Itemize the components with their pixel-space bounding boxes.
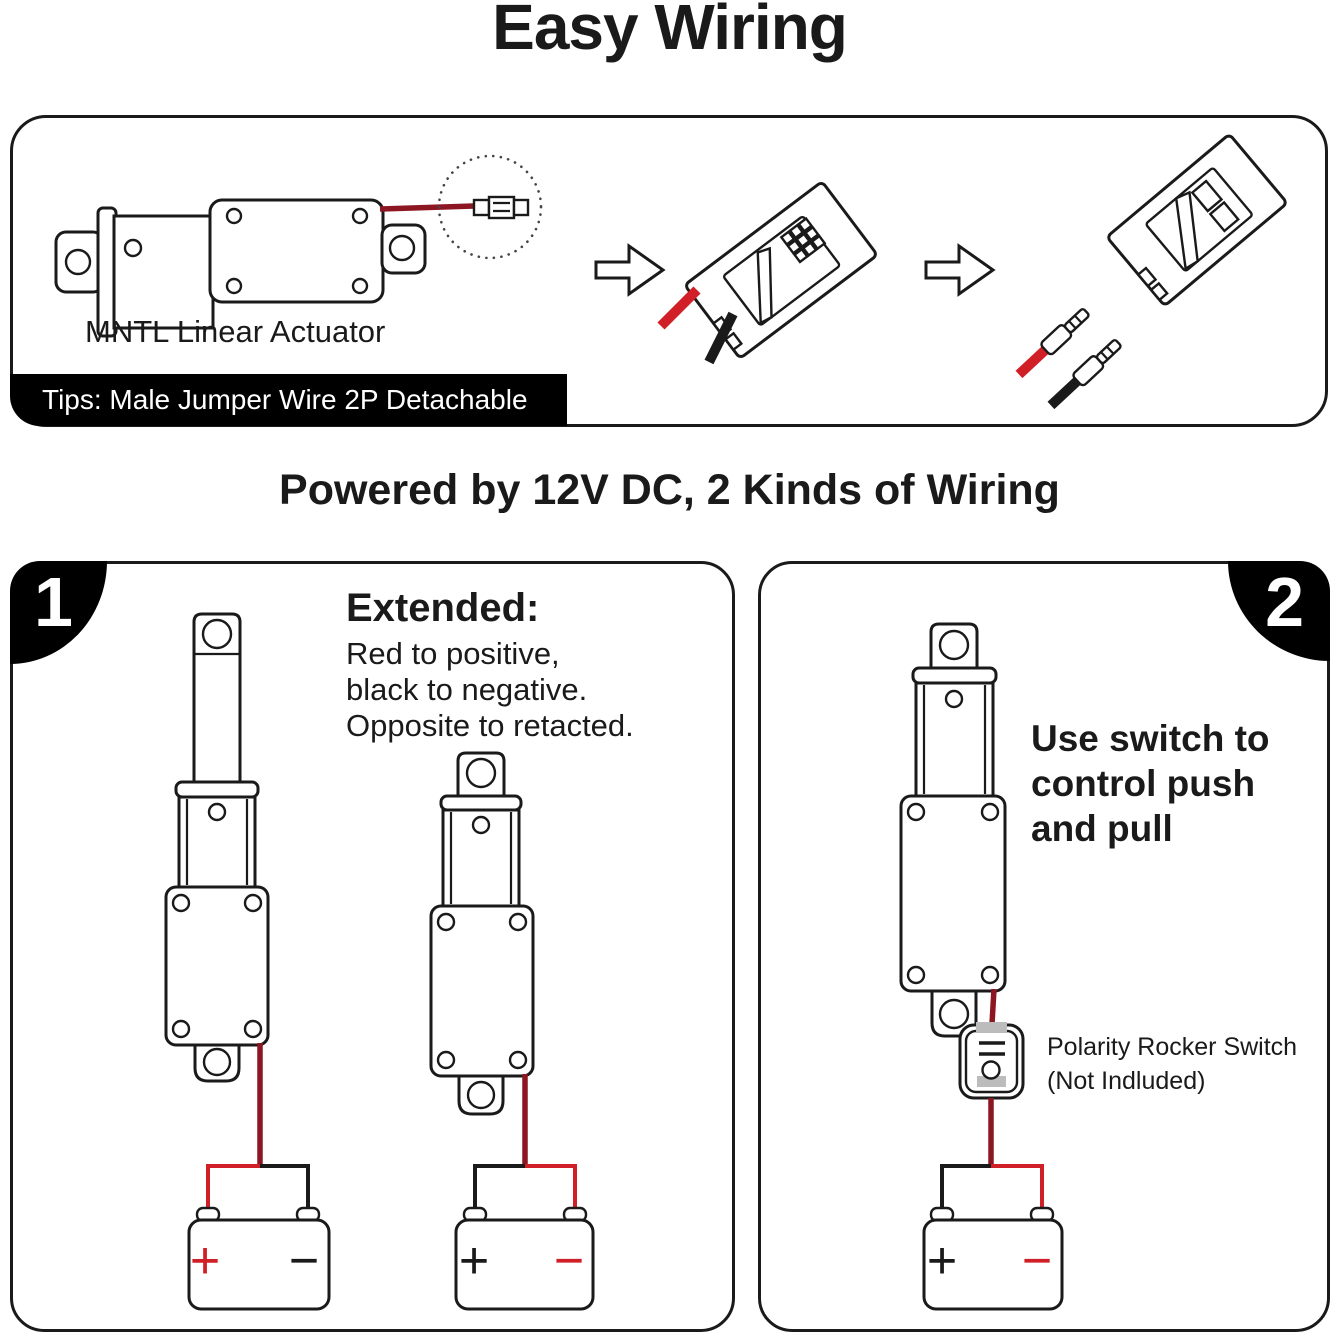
arrow-right-icon xyxy=(924,243,996,297)
black-wire xyxy=(704,311,738,365)
wiring-right xyxy=(473,1074,577,1210)
actuator-wire xyxy=(379,203,475,212)
battery-left-drawing xyxy=(187,1206,331,1311)
switch-note: Use switch to control push and pull xyxy=(1031,716,1270,851)
note-line: and pull xyxy=(1031,808,1173,849)
battery-plus: + xyxy=(926,1232,958,1290)
product-label: MNTL Linear Actuator xyxy=(85,314,386,349)
label-line: Polarity Rocker Switch xyxy=(1047,1033,1298,1061)
battery-minus: − xyxy=(553,1232,585,1290)
actuator-extended-drawing xyxy=(164,612,270,1083)
step-number: 2 xyxy=(1265,563,1304,641)
rocker-switch-label: Polarity Rocker Switch (Not Indluded) xyxy=(1047,1030,1297,1098)
note-line: Use switch to xyxy=(1031,718,1270,759)
desc-line: black to negative. xyxy=(346,672,588,707)
panel-2-wiring-drawing xyxy=(899,622,1064,1311)
subtitle: Powered by 12V DC, 2 Kinds of Wiring xyxy=(279,466,1060,514)
desc-line: Opposite to retacted. xyxy=(346,708,634,743)
red-wire xyxy=(657,286,701,330)
rocker-switch-icon xyxy=(958,1022,1025,1100)
panel-1-wiring-drawing xyxy=(164,612,595,1311)
step-number: 1 xyxy=(34,563,73,641)
jumper-connector-callout xyxy=(437,154,543,260)
tips-banner: Tips: Male Jumper Wire 2P Detachable xyxy=(10,374,567,426)
extended-heading: Extended: xyxy=(346,586,540,630)
wiring-left xyxy=(206,1043,310,1210)
desc-line: Red to positive, xyxy=(346,636,560,671)
battery-right-drawing xyxy=(454,1206,595,1311)
wiring-to-battery xyxy=(940,1098,1044,1210)
dotted-circle xyxy=(437,154,543,260)
crimp-terminal-black xyxy=(1047,339,1122,410)
crimp-terminal-red xyxy=(1015,308,1090,379)
actuator-drawing xyxy=(899,622,1007,1038)
note-line: control push xyxy=(1031,763,1256,804)
battery-minus: − xyxy=(288,1232,320,1290)
page-title: Easy Wiring xyxy=(492,0,848,63)
connector-housing-drawing xyxy=(685,182,877,358)
step-badge-1: 1 xyxy=(10,561,107,664)
step-badge-2: 2 xyxy=(1228,561,1330,661)
battery-plus: + xyxy=(189,1232,221,1290)
panel-wiring-option-1: 1 Extended: Red to positive, black to ne… xyxy=(10,561,735,1332)
connector-housing-drawing xyxy=(1107,134,1287,306)
linear-actuator-drawing xyxy=(54,198,427,338)
wiring-steps-box: MNTL Linear Actuator xyxy=(10,115,1328,427)
wire-to-switch xyxy=(989,988,997,1025)
panel-wiring-option-2: 2 Use switch to control push and pull Po… xyxy=(758,561,1330,1332)
battery-plus: + xyxy=(458,1232,490,1290)
extended-description: Red to positive, black to negative. Oppo… xyxy=(346,636,634,744)
jumper-connector-icon xyxy=(472,195,530,220)
actuator-retracted-drawing xyxy=(429,751,535,1116)
battery-drawing xyxy=(922,1206,1064,1311)
label-line: (Not Indluded) xyxy=(1047,1067,1206,1095)
battery-minus: − xyxy=(1021,1232,1053,1290)
wiring-steps-drawing xyxy=(54,134,1287,410)
arrow-right-icon xyxy=(594,243,666,297)
